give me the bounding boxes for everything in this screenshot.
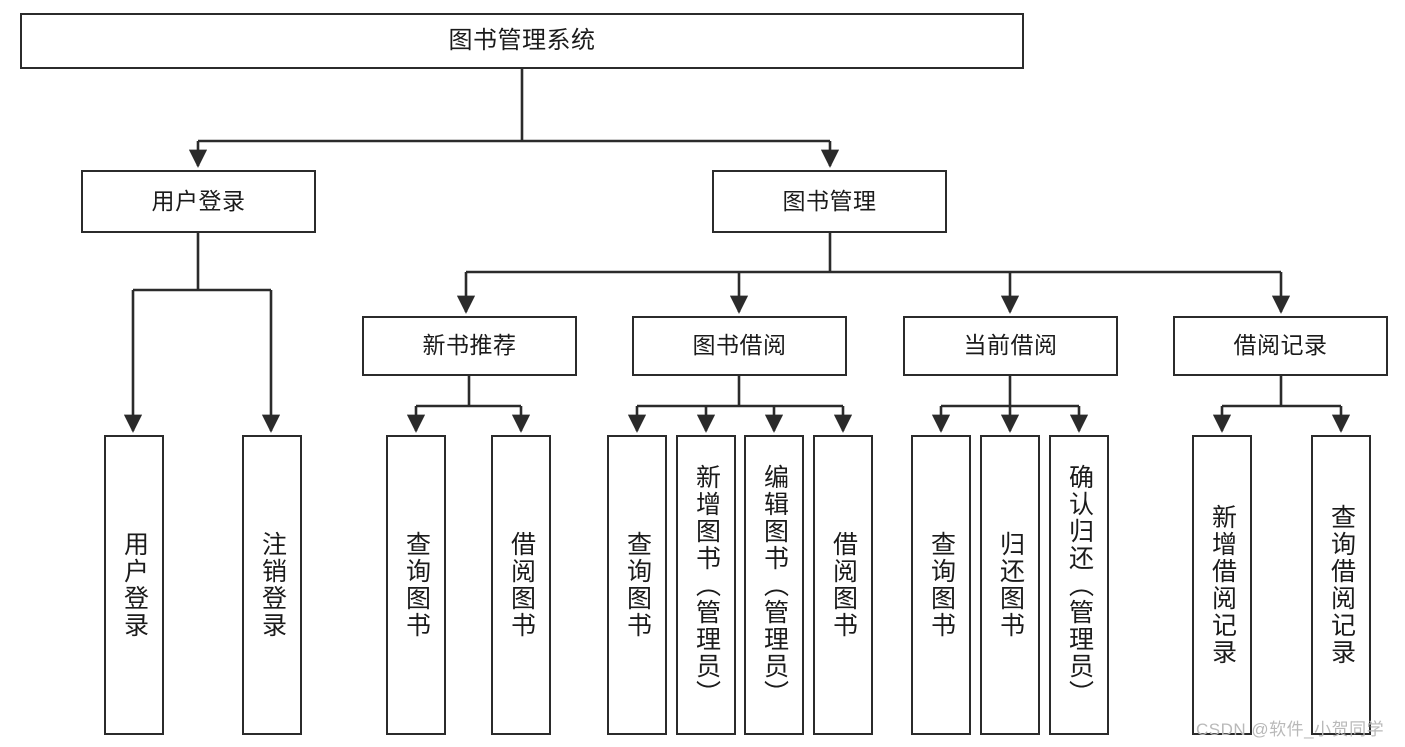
node-current-borrow-label: 当前借阅 [963, 332, 1058, 359]
node-root[interactable]: 图书管理系统 [20, 13, 1024, 69]
node-leaf-query-book-3[interactable]: 查询图书 [911, 435, 971, 735]
node-leaf-query-book-2-label: 查询图书 [623, 531, 652, 639]
node-leaf-confirm-return-label: 确认归还（管理员） [1065, 463, 1094, 707]
node-leaf-add-record[interactable]: 新增借阅记录 [1192, 435, 1252, 735]
node-leaf-borrow-book-2-label: 借阅图书 [829, 531, 858, 639]
node-leaf-borrow-book-2[interactable]: 借阅图书 [813, 435, 873, 735]
node-leaf-logout-label: 注销登录 [258, 531, 287, 639]
node-leaf-user-login[interactable]: 用户登录 [104, 435, 164, 735]
node-leaf-logout[interactable]: 注销登录 [242, 435, 302, 735]
node-user-login[interactable]: 用户登录 [81, 170, 316, 233]
node-leaf-query-record-label: 查询借阅记录 [1327, 504, 1356, 666]
node-leaf-borrow-book-1[interactable]: 借阅图书 [491, 435, 551, 735]
node-leaf-borrow-book-1-label: 借阅图书 [507, 531, 536, 639]
node-borrow-record-label: 借阅记录 [1233, 332, 1328, 359]
node-book-manage[interactable]: 图书管理 [712, 170, 947, 233]
node-borrow-record[interactable]: 借阅记录 [1173, 316, 1388, 376]
node-root-label: 图书管理系统 [448, 26, 596, 54]
node-book-manage-label: 图书管理 [782, 187, 877, 214]
node-current-borrow[interactable]: 当前借阅 [903, 316, 1118, 376]
node-leaf-confirm-return[interactable]: 确认归还（管理员） [1049, 435, 1109, 735]
csdn-watermark: CSDN @软件_小贺同学 [1196, 720, 1385, 739]
node-new-book-rec-label: 新书推荐 [422, 332, 517, 359]
node-leaf-add-record-label: 新增借阅记录 [1208, 504, 1237, 666]
node-leaf-user-login-label: 用户登录 [120, 531, 149, 639]
node-leaf-query-book-2[interactable]: 查询图书 [607, 435, 667, 735]
node-user-login-label: 用户登录 [151, 187, 246, 214]
node-new-book-rec[interactable]: 新书推荐 [362, 316, 577, 376]
node-leaf-return-book[interactable]: 归还图书 [980, 435, 1040, 735]
node-leaf-edit-book[interactable]: 编辑图书（管理员） [744, 435, 804, 735]
node-leaf-return-book-label: 归还图书 [996, 531, 1025, 639]
node-leaf-query-book-3-label: 查询图书 [927, 531, 956, 639]
node-leaf-edit-book-label: 编辑图书（管理员） [760, 463, 789, 707]
node-leaf-add-book-label: 新增图书（管理员） [692, 463, 721, 707]
node-leaf-query-book-1[interactable]: 查询图书 [386, 435, 446, 735]
node-book-borrow-label: 图书借阅 [692, 332, 787, 359]
node-leaf-query-record[interactable]: 查询借阅记录 [1311, 435, 1371, 735]
node-book-borrow[interactable]: 图书借阅 [632, 316, 847, 376]
node-leaf-add-book[interactable]: 新增图书（管理员） [676, 435, 736, 735]
node-leaf-query-book-1-label: 查询图书 [402, 531, 431, 639]
